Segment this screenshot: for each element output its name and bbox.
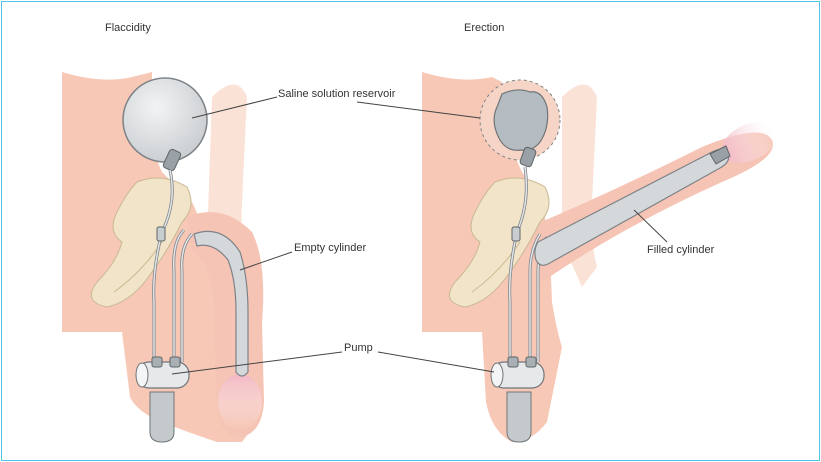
panel-title-flaccidity: Flaccidity xyxy=(105,22,151,34)
erect-panel xyxy=(357,72,785,442)
flaccid-panel xyxy=(62,72,342,442)
filled-cylinder-label: Filled cylinder xyxy=(647,244,714,256)
erect-reservoir xyxy=(494,90,548,150)
panel-title-erection: Erection xyxy=(464,22,504,34)
flaccid-glans xyxy=(218,374,262,430)
flaccid-reservoir xyxy=(123,78,207,162)
leader-erect-pump xyxy=(378,352,494,372)
pump-label: Pump xyxy=(344,342,373,354)
empty-cylinder-label: Empty cylinder xyxy=(294,242,366,254)
reservoir-label: Saline solution reservoir xyxy=(278,88,395,100)
